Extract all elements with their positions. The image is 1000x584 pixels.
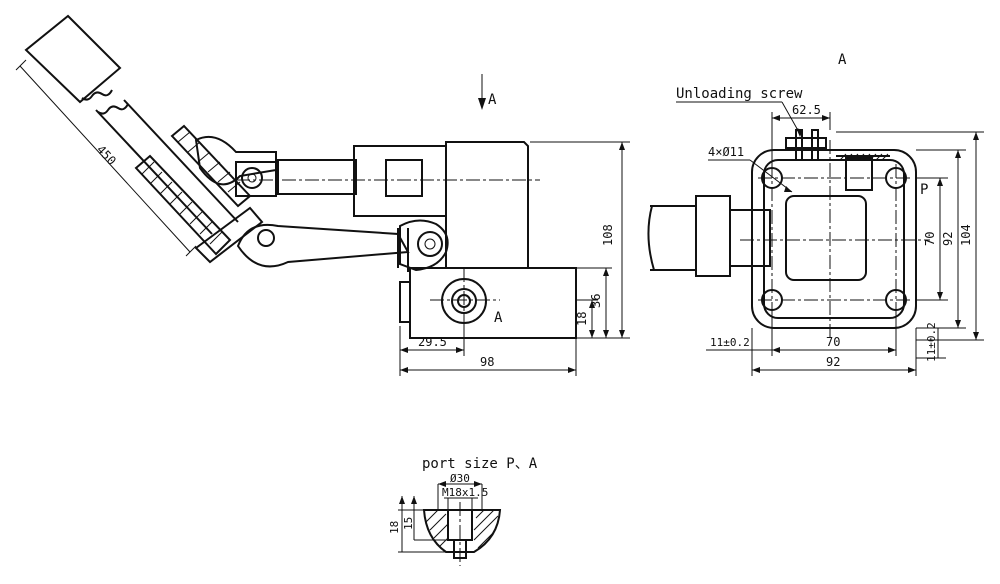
port-p-fitting bbox=[845, 157, 873, 191]
dim-port-height: 18 bbox=[575, 312, 589, 326]
pivot-pin-upper bbox=[241, 167, 263, 189]
dim-port-thread: M18x1.5 bbox=[442, 486, 488, 499]
dim-screw-spacing: 62.5 bbox=[792, 103, 821, 117]
dim-port-dia: Ø30 bbox=[450, 472, 470, 485]
cylinder-head bbox=[353, 145, 447, 217]
port-detail: port size P、A Ø30 M18x1.5 18 15 bbox=[388, 456, 538, 566]
view-arrow: A bbox=[478, 74, 497, 110]
cylinder-section bbox=[785, 195, 867, 281]
dim-body-length: 98 bbox=[480, 355, 494, 369]
dim-edge-offset-v: 11±0.2 bbox=[925, 322, 938, 362]
pump-body-front: A bbox=[236, 141, 577, 340]
dim-hole-spacing-v: 70 bbox=[923, 232, 937, 246]
dim-hole-spacing-h: 70 bbox=[826, 335, 840, 349]
dim-plate-height-inner: 92 bbox=[941, 232, 955, 246]
cylinder-housing bbox=[445, 141, 529, 269]
valve-block bbox=[409, 267, 577, 339]
dim-handle-length: 450 bbox=[94, 142, 119, 167]
pivot-pin-right bbox=[417, 231, 443, 257]
dim-port-offset: 29.5 bbox=[418, 335, 447, 349]
piston-rod bbox=[277, 159, 357, 195]
port-note: port size P、A bbox=[422, 456, 538, 472]
dim-edge-offset-h: 11±0.2 bbox=[710, 336, 750, 349]
dim-overall-height: 108 bbox=[601, 224, 615, 246]
side-view-title: A bbox=[838, 52, 847, 68]
lever-sleeve bbox=[134, 154, 232, 256]
port-body-section bbox=[422, 509, 502, 553]
side-view: A P Unlo bbox=[647, 52, 984, 376]
front-dimensions: 108 36 18 29.5 98 bbox=[399, 141, 630, 376]
unloading-screw-label: Unloading screw bbox=[676, 86, 803, 102]
dim-mount-holes: 4×Ø11 bbox=[708, 145, 744, 159]
dim-handle-length-line bbox=[19, 65, 191, 253]
mounting-plate bbox=[751, 149, 917, 329]
view-arrow-label: A bbox=[488, 92, 497, 108]
handle-grip bbox=[24, 14, 122, 104]
port-p-label: P bbox=[920, 182, 928, 198]
pivot-pin-lower bbox=[257, 229, 275, 247]
port-a-label: A bbox=[494, 310, 503, 326]
unloading-screw bbox=[785, 137, 827, 149]
dim-port-depth-thread: 15 bbox=[402, 517, 415, 530]
handle-assembly: 450 bbox=[15, 14, 264, 264]
linkage bbox=[194, 136, 449, 272]
dim-port-depth-total: 18 bbox=[388, 521, 401, 534]
dim-plate-height: 104 bbox=[959, 224, 973, 246]
dim-plate-width: 92 bbox=[826, 355, 840, 369]
